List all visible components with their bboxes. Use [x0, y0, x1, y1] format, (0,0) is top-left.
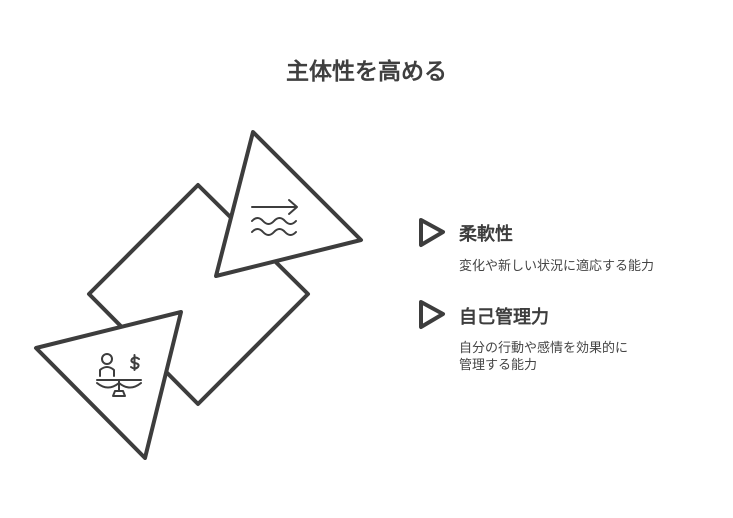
self-management-description: 自分の行動や感情を効果的に 管理する能力: [459, 340, 628, 374]
person-balance-icon: [96, 353, 142, 397]
self-management-heading: 自己管理力: [459, 307, 549, 328]
flexibility-description-line: 変化や新しい状況に適応する能力: [459, 259, 655, 274]
flexibility-bullet-icon: [419, 218, 445, 247]
self-management-description-line: 管理する能力: [459, 358, 538, 373]
self-management-triangle: [34, 310, 183, 460]
page-title: 主体性を高める: [286, 59, 447, 85]
flexibility-triangle: [214, 130, 363, 278]
flexibility-heading: 柔軟性: [459, 224, 513, 245]
flexibility-description: 変化や新しい状況に適応する能力: [459, 258, 654, 275]
self-management-bullet-icon: [419, 300, 445, 329]
waves-arrow-icon: [251, 199, 298, 236]
self-management-description-line: 自分の行動や感情を効果的に: [459, 341, 629, 356]
